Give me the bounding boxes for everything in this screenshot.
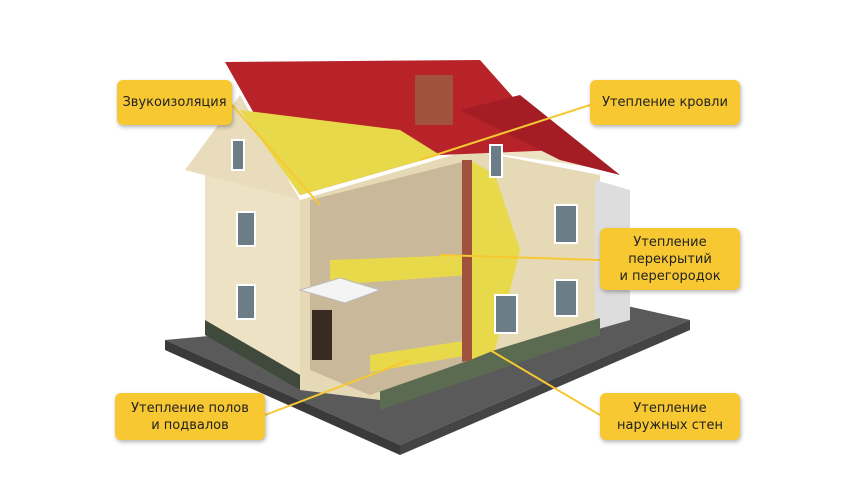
wall-insulation	[470, 160, 520, 360]
plinth-front	[380, 318, 600, 410]
brick-column	[462, 160, 472, 362]
floor-slab-lower	[370, 340, 470, 372]
ground-edge-right	[400, 320, 690, 455]
label-roof-insulation: Утепление кровли	[590, 80, 740, 125]
window	[554, 279, 578, 317]
label-text: Утепление полов	[131, 400, 249, 416]
label-soundproofing: Звукоизоляция	[117, 80, 232, 125]
ground-edge	[165, 340, 400, 455]
label-floor-insulation: Утепление перекрытий и перегородок	[600, 228, 740, 290]
label-text: Утепление кровли	[602, 95, 728, 110]
label-basement-insulation: Утепление полов и подвалов	[115, 393, 265, 440]
label-text: и подвалов	[151, 417, 229, 433]
window	[236, 284, 256, 320]
leader-roof	[419, 104, 591, 161]
leader-walls	[489, 349, 601, 416]
label-text: Утепление	[633, 400, 707, 416]
label-text: Звукоизоляция	[122, 95, 227, 110]
plinth	[205, 320, 300, 390]
label-text: перекрытий	[628, 251, 712, 267]
window	[236, 211, 256, 247]
window	[494, 294, 518, 334]
roof-insulation	[240, 110, 440, 195]
leader-basement	[264, 359, 411, 416]
label-text: и перегородок	[619, 268, 721, 284]
leader-floors	[439, 254, 601, 261]
leader-sound	[231, 104, 321, 206]
window	[489, 144, 503, 178]
window	[231, 139, 245, 171]
label-wall-insulation: Утепление наружных стен	[600, 393, 740, 440]
roof-right	[460, 95, 620, 175]
label-text: Утепление	[633, 234, 707, 250]
chimney	[415, 75, 453, 125]
window	[554, 204, 578, 244]
porch-canopy	[298, 277, 382, 304]
door	[312, 310, 332, 360]
label-text: наружных стен	[617, 417, 723, 433]
floor-slab-upper	[330, 255, 470, 285]
